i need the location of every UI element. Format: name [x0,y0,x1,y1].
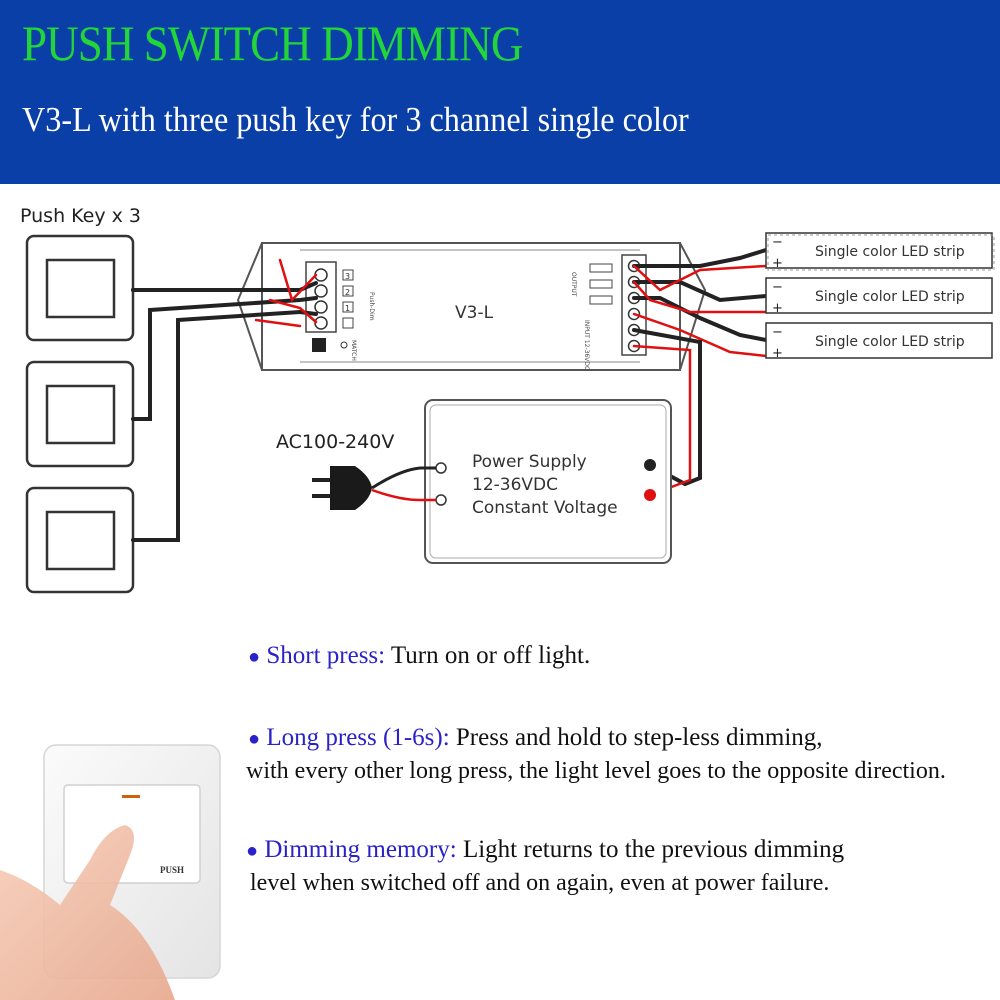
push-key-2 [25,360,135,468]
feature-text: Press and hold to step-less dimming, [449,724,823,751]
power-supply-line-3: Constant Voltage [472,498,618,518]
power-supply: Power Supply 12-36VDC Constant Voltage [424,399,672,564]
bullet-icon: ● [248,646,261,668]
push-key-wires [131,258,318,542]
push-key-3 [25,486,135,594]
controller-output: OUTPUT [570,272,577,297]
channel-number-1: 1 [345,304,350,313]
push-key-1 [25,234,135,342]
feature-short-press: ● Short press: Turn on or off light. [248,640,590,673]
power-supply-line-2: 12-36VDC [472,475,558,495]
feature-long-press: ● Long press (1-6s): Press and hold to s… [248,722,823,755]
feature-text: Light returns to the previous dimming [456,836,845,863]
page-subtitle: V3-L with three push key for 3 channel s… [22,100,689,139]
feature-key: Dimming memory: [264,836,457,863]
led-strip-label-3: Single color LED strip [815,334,965,350]
led-strip-2: − + Single color LED strip [765,277,993,316]
feature-long-press-line-2: with every other long press, the light l… [246,758,946,784]
push-switch-photo: PUSH [0,744,221,1000]
svg-text:−: − [772,235,783,250]
controller-v3-l: V3-L 3 2 1 Push-Dim MATCH OUTPUT INPUT 1… [236,242,707,371]
svg-text:+: + [772,301,783,316]
feature-key: Short press: [266,642,386,669]
controller-match: MATCH [350,340,357,361]
ac-label: AC100-240V [276,431,394,453]
output-wires [632,248,768,497]
switch-push-label: PUSH [160,865,184,875]
svg-text:−: − [772,280,783,295]
svg-text:+: + [772,346,783,361]
bullet-icon: ● [246,840,259,862]
feature-key: Long press (1-6s): [266,724,450,751]
led-strip-3: − + Single color LED strip [765,322,993,361]
svg-text:−: − [772,325,783,340]
controller-push-dim: Push-Dim [368,292,375,321]
controller-input: INPUT 12-36VDC [583,320,590,370]
bullet-icon: ● [248,728,261,750]
channel-number-3: 3 [345,272,350,281]
channel-number-2: 2 [345,288,350,297]
power-supply-line-1: Power Supply [472,452,587,472]
feature-dimming-memory-line-2: level when switched off and on again, ev… [250,870,830,896]
svg-text:+: + [772,256,783,271]
header-banner: PUSH SWITCH DIMMING V3-L with three push… [0,0,1000,184]
wiring-diagram: Push Key x 3 V3-L 3 2 1 Push-Dim MATC [20,205,995,594]
led-strip-1: − + Single color LED strip [765,232,995,271]
controller-label: V3-L [455,303,494,323]
page-title: PUSH SWITCH DIMMING [22,15,523,71]
led-strip-label-1: Single color LED strip [815,244,965,260]
ac-plug-icon [312,466,436,510]
feature-text: Turn on or off light. [385,642,591,669]
feature-dimming-memory: ● Dimming memory: Light returns to the p… [246,834,844,867]
push-key-label: Push Key x 3 [20,205,141,227]
led-strip-label-2: Single color LED strip [815,289,965,305]
